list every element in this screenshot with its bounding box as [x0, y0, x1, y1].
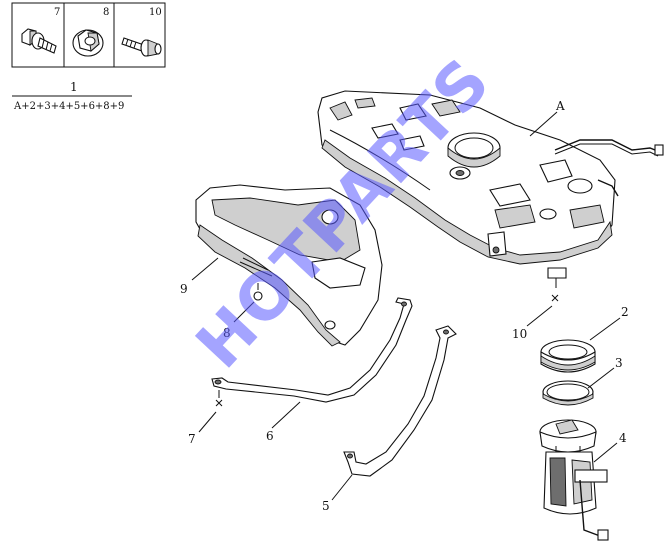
- fuel-tank: [317, 90, 664, 288]
- fuel-pump-module: [539, 419, 609, 541]
- callout-2: 2: [621, 305, 629, 319]
- assembly-formula-text: A+2+3+4+5+6+8+9: [13, 101, 124, 112]
- leader-lines: [191, 111, 621, 501]
- flange-nut-icon: [72, 29, 104, 57]
- shoulder-bolt-icon: [121, 37, 162, 57]
- callout-A: A: [555, 99, 565, 113]
- legend-number-8: 8: [103, 7, 109, 18]
- callout-5: 5: [322, 499, 330, 513]
- lock-ring: [540, 339, 596, 373]
- callout-9: 9: [180, 282, 188, 296]
- callout-4: 4: [619, 431, 627, 445]
- legend-number-10: 10: [149, 7, 162, 18]
- assembly-formula: 1 A+2+3+4+5+6+8+9: [12, 80, 132, 112]
- fastener-legend: 7 8 10: [11, 2, 166, 68]
- nut-part-8: [253, 283, 263, 301]
- callout-8: 8: [223, 326, 231, 340]
- callout-3: 3: [615, 356, 623, 370]
- flange-bolt-icon: [21, 28, 57, 54]
- bolt-part-10: [551, 294, 559, 302]
- heat-shield: [195, 184, 383, 347]
- tank-strap-rear: [343, 325, 457, 477]
- assembly-number: 1: [70, 80, 78, 94]
- legend-number-7: 7: [54, 7, 60, 18]
- callout-10: 10: [512, 327, 527, 341]
- bolt-part-7: [215, 390, 223, 407]
- callout-7: 7: [188, 432, 196, 446]
- tank-strap-front: [211, 297, 413, 403]
- callout-6: 6: [266, 429, 274, 443]
- pump-seal: [542, 380, 594, 406]
